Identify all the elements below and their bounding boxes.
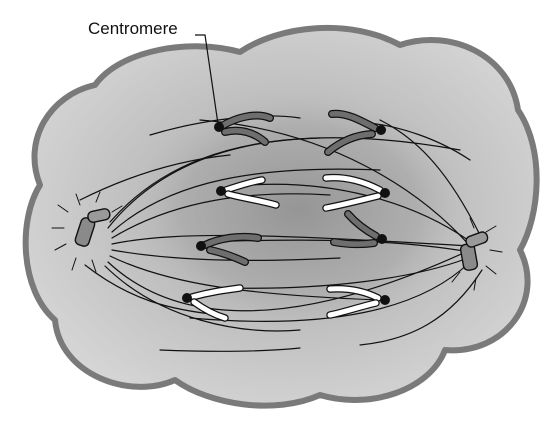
centromere-dot bbox=[376, 125, 386, 135]
centromere-dot bbox=[380, 295, 390, 305]
centromere-dot bbox=[182, 293, 192, 303]
centromere-dot bbox=[214, 122, 224, 132]
spindle-region-shading bbox=[130, 90, 470, 330]
centromere-dot bbox=[196, 241, 206, 251]
centromere-dot bbox=[380, 188, 390, 198]
centromere-dot bbox=[377, 234, 387, 244]
centromere-dot bbox=[216, 186, 226, 196]
centromere-label: Centromere bbox=[88, 19, 178, 38]
